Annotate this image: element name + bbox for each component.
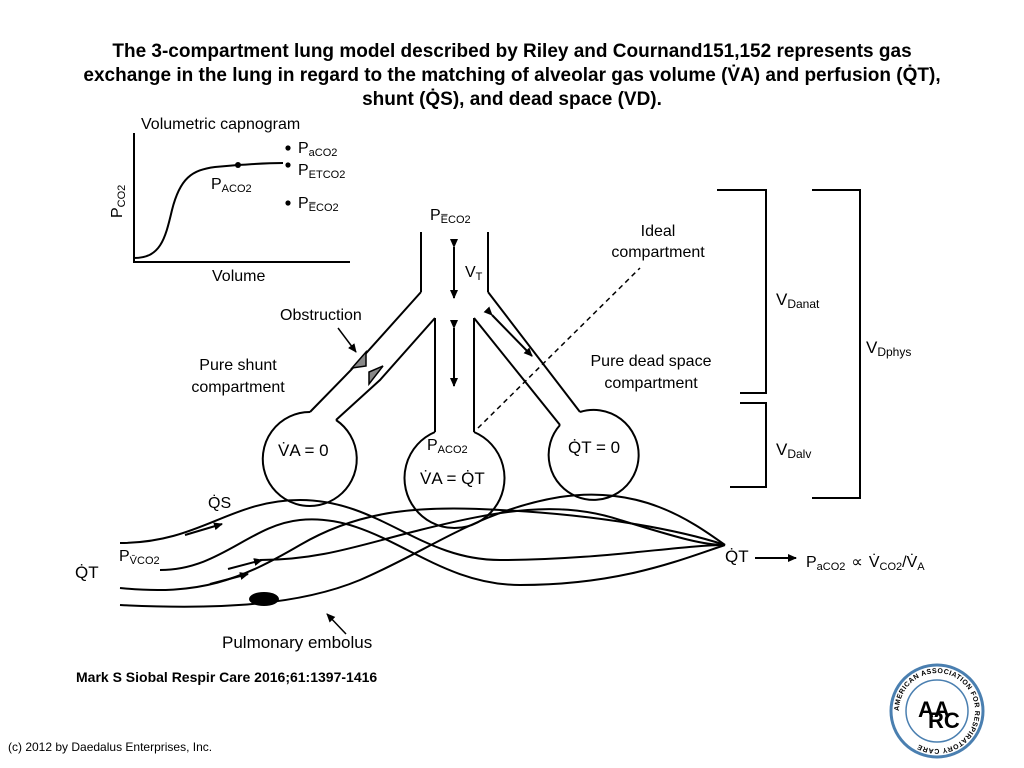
figure-title: The 3-compartment lung model described b…: [0, 40, 1024, 112]
legend-peco2: PE̅CO2: [298, 195, 339, 214]
alveolus-shunt: [261, 410, 358, 507]
aarc-logo: AMERICAN ASSOCIATION FOR RESPIRATORY CAR…: [889, 663, 985, 759]
dead-space-label-line-1: Pure dead space: [591, 353, 712, 370]
shunt-flow-label: Q̇S: [208, 494, 231, 512]
cardiac-output-in-label: Q̇T: [75, 563, 99, 582]
ideal-paco2-label: PACO2: [427, 437, 468, 456]
capnogram-title: Volumetric capnogram: [141, 116, 300, 133]
alveolar-dead-space-bracket: [730, 402, 767, 488]
citation: Mark S Siobal Respir Care 2016;61:1397-1…: [76, 669, 378, 685]
capnogram-curve-point: [235, 162, 241, 168]
legend-paco2: PaCO2: [298, 140, 337, 159]
legend-petco2: PETCO2: [298, 162, 345, 181]
mixed-expired-label: PE̅CO2: [430, 207, 471, 226]
capnogram-y-label: PCO2: [109, 185, 128, 218]
legend-bullet-2: [285, 162, 291, 168]
embolus-pointer-arrow: [326, 613, 347, 635]
dead-space-qt-label: Q̇T = 0: [568, 438, 620, 457]
obstruction-pointer-arrow: [337, 327, 357, 353]
obstruction-label: Obstruction: [280, 307, 362, 324]
dead-space-ventilation-arrow: [483, 306, 533, 357]
ideal-label-line-2: compartment: [611, 244, 705, 261]
shunt-flow-arrow: [184, 522, 223, 536]
volumetric-capnogram: Volumetric capnogram PACO2 PCO2 Volume P…: [109, 116, 350, 285]
capnogram-curve: [133, 162, 284, 259]
ideal-match-label: V̇A = Q̇T: [420, 469, 485, 488]
svg-text:RC: RC: [928, 708, 960, 733]
legend-bullet-3: [285, 200, 291, 206]
dead-space-brackets: [717, 189, 861, 499]
shunt-va-label: V̇A = 0: [278, 441, 329, 460]
title-line-3: shunt (Q̇S), and dead space (VD).: [362, 89, 662, 110]
ideal-compartment-pointer: [477, 267, 641, 429]
venous-flow-arrow: [227, 558, 263, 570]
ideal-label-line-1: Ideal: [641, 223, 676, 240]
shunt-label-line-2: compartment: [191, 379, 285, 396]
mixed-venous-flow-arrow: [209, 572, 249, 585]
shunt-label-line-1: Pure shunt: [199, 357, 277, 374]
anatomic-dead-space-label: VDanat: [776, 290, 820, 311]
legend-bullet-1: [285, 145, 291, 151]
title-line-2: exchange in the lung in regard to the ma…: [83, 65, 941, 86]
copyright-notice: (c) 2012 by Daedalus Enterprises, Inc.: [8, 740, 213, 754]
physiologic-dead-space-bracket: [812, 189, 861, 499]
pulmonary-embolus-blob: [249, 592, 279, 606]
dead-space-label-line-2: compartment: [604, 375, 698, 392]
physiologic-dead-space-label: VDphys: [866, 338, 911, 359]
airway-tree: [261, 232, 640, 529]
alveolar-dead-space-label: VDalv: [776, 440, 811, 461]
capnogram-x-label: Volume: [212, 268, 265, 285]
embolus-label: Pulmonary embolus: [222, 633, 372, 652]
svg-text:AA: AA: [918, 697, 950, 722]
tidal-volume-label: VT: [465, 264, 483, 283]
alveolus-dead-space: [547, 408, 640, 501]
anatomic-dead-space-bracket: [717, 189, 767, 394]
capnogram-curve-point-label: PACO2: [211, 176, 252, 195]
alveolus-ideal: [403, 431, 506, 529]
formula-label: PaCO2∝V̇CO2/V̇A: [806, 553, 925, 573]
title-line-1: The 3-compartment lung model described b…: [112, 41, 912, 62]
mixed-venous-label: PV̄CO2: [119, 548, 160, 567]
cardiac-output-out-label: Q̇T: [725, 547, 749, 566]
obstruction-marker: [350, 350, 384, 387]
